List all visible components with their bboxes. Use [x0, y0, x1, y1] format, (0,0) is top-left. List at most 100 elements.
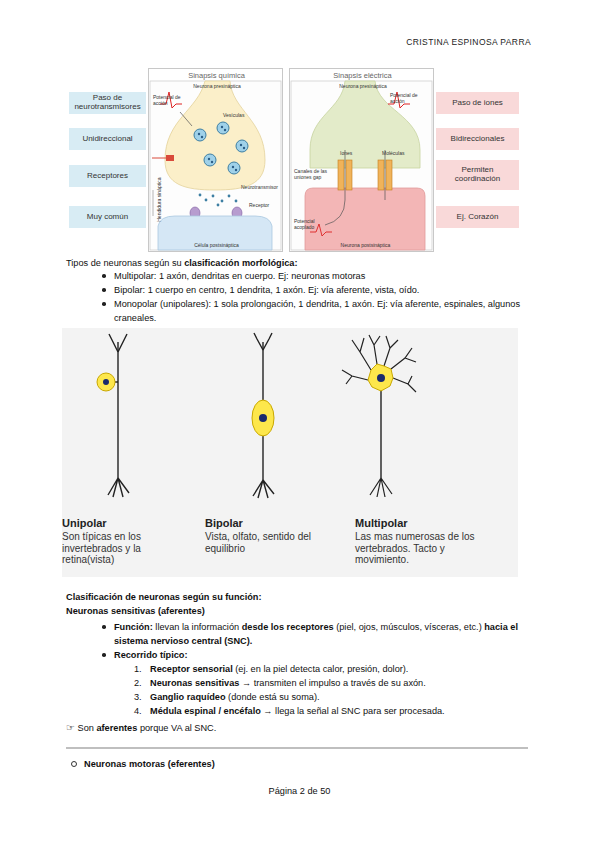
node-heading: Unipolar: [62, 517, 192, 529]
bullet-item: Recorrido típico:: [114, 648, 526, 662]
soma: [97, 373, 115, 391]
node-text: Neurona presináptica: [333, 84, 393, 90]
bipolar-neuron: [253, 333, 274, 498]
node-text: Neurona presináptica: [187, 84, 247, 90]
bold-text: aferentes: [96, 723, 137, 733]
gap-junction: [338, 160, 344, 190]
panel-background: [150, 81, 281, 250]
ion-arrow: [152, 158, 166, 159]
numbered-item: 1.Receptor sensorial (ej. en la piel det…: [134, 662, 526, 676]
node-text: Vista, olfato, sentido del equilibrio: [205, 531, 350, 554]
node-text: Multipolar: [355, 517, 505, 529]
calcium-channel: [166, 155, 174, 161]
cleft-bracket: [153, 190, 154, 216]
electrical-synapse-art: [291, 81, 432, 250]
node-text: Potencial de acción: [153, 95, 189, 106]
neuron-types-art: [62, 328, 518, 577]
paragraph: Tipos de neuronas según su clasificación…: [66, 256, 526, 270]
bold-text: Neuronas sensitivas: [150, 678, 239, 688]
synapse-panel: Sinapsis químicaNeurona presinápticaPote…: [148, 68, 283, 252]
node-text: Moléculas: [382, 151, 412, 157]
body-text: (piel, ojos, músculos, vísceras, etc.): [336, 622, 482, 632]
body-text: Bipolar: 1 cuerpo en centro, 1 dendrita,…: [114, 285, 419, 295]
nucleus: [103, 379, 109, 385]
flow-arrow: [385, 150, 386, 200]
node-text: Muy común: [87, 213, 128, 222]
body-text: porque VA al SNC.: [140, 723, 216, 733]
bullet-item: Monopolar (unipolares): 1 sola prolongac…: [114, 297, 524, 325]
node-text: Ej. Corazón: [457, 213, 499, 222]
node-text: Bidireccionales: [451, 135, 505, 144]
label-box: Paso de neurotransmisores: [69, 92, 146, 114]
soma: [368, 364, 393, 391]
node-text: Neurona postsináptica: [333, 243, 398, 249]
list-number: 4.: [134, 704, 150, 718]
paragraph: ☞ Son aferentes porque VA al SNC.: [66, 721, 526, 735]
gap-junction: [346, 160, 352, 190]
chemical-synapse-art: [150, 81, 281, 250]
separator-line: [66, 747, 528, 749]
body-text: (donde está su soma).: [228, 692, 319, 702]
list-number: 3.: [134, 690, 150, 704]
vesicle-contents: [198, 126, 245, 171]
node-text: Potencial acoplado: [294, 219, 322, 230]
body-text: Tipos de neuronas según su: [66, 258, 182, 268]
bold-text: Clasificación de neuronas según su funci…: [66, 592, 262, 602]
list-number: 2.: [134, 676, 150, 690]
vesicle: [236, 140, 248, 152]
body-text: Monopolar (unipolares): 1 sola prolongac…: [114, 299, 520, 323]
nucleus: [377, 374, 385, 382]
arrow-line: [180, 112, 192, 126]
paragraph: Clasificación de neuronas según su funci…: [66, 590, 526, 604]
label-box: Bidireccionales: [436, 128, 519, 150]
node-text: Permiten coordinación: [439, 166, 516, 184]
vesicle: [217, 122, 229, 134]
neuron-figure: UnipolarSon típicas en los invertebrados…: [62, 328, 518, 577]
node-text: Receptores: [87, 172, 128, 181]
node-text: Vesículas: [223, 113, 253, 119]
multipolar-neuron: [342, 335, 416, 497]
author-name: CRISTINA ESPINOSA PARRA: [406, 37, 531, 47]
paragraph: Neuronas sensitivas (aferentes): [66, 604, 526, 618]
label-box: Unidireccional: [69, 128, 146, 150]
label-box: Permiten coordinación: [436, 160, 519, 190]
postsynaptic-cell: [305, 188, 425, 250]
page-number: Página 2 de 50: [269, 786, 331, 796]
numbered-item: 4.Médula espinal / encéfalo → llega la s…: [134, 704, 526, 718]
label-box: Ej. Corazón: [436, 206, 519, 228]
node-text: Son típicas en los invertebrados y la re…: [62, 531, 170, 566]
bold-text: desde los receptores: [242, 622, 334, 632]
node-text: Unidireccional: [82, 135, 132, 144]
body-text: → transmiten el impulso a través de su a…: [242, 678, 426, 688]
neurotransmitters: [199, 194, 238, 207]
flow-arrow: [325, 150, 345, 225]
list-number: 1.: [134, 662, 150, 676]
panel-background: [291, 81, 432, 250]
body-text: (ej. en la piel detecta calor, presión, …: [235, 664, 408, 674]
node-heading: Sinapsis eléctrica: [290, 71, 435, 80]
numbered-item: 2.Neuronas sensitivas → transmiten el im…: [134, 676, 526, 690]
node-text: Canales de las uniones gap: [294, 169, 328, 180]
bold-text: Receptor sensorial: [150, 664, 233, 674]
node-text: Iones: [340, 151, 362, 157]
body-text: Son: [78, 723, 94, 733]
unipolar-neuron: [108, 334, 129, 497]
node-heading: Sinapsis química: [149, 71, 284, 80]
bullet-item: Multipolar: 1 axón, dendritas en cuerpo.…: [114, 269, 524, 283]
nucleus: [259, 414, 267, 422]
bullet-item: Bipolar: 1 cuerpo en centro, 1 dendrita,…: [114, 283, 524, 297]
footer: Página 2 de 50: [0, 786, 599, 796]
bold-text: Recorrido típico:: [114, 650, 188, 660]
node-text: Potencial de acción: [390, 93, 432, 104]
node-text: Las mas numerosas de los vertebrados. Ta…: [355, 531, 490, 566]
node-text: Hendidura sináptica: [157, 172, 163, 222]
bold-text: Ganglio raquídeo: [150, 692, 226, 702]
node-text: Bipolar: [205, 517, 355, 529]
gap-junction: [378, 160, 384, 190]
gap-junction: [386, 160, 392, 190]
figure-background: [62, 328, 518, 577]
body-text: → llega la señal al SNC para ser procesa…: [263, 706, 444, 716]
bold-text: Médula espinal / encéfalo: [150, 706, 261, 716]
